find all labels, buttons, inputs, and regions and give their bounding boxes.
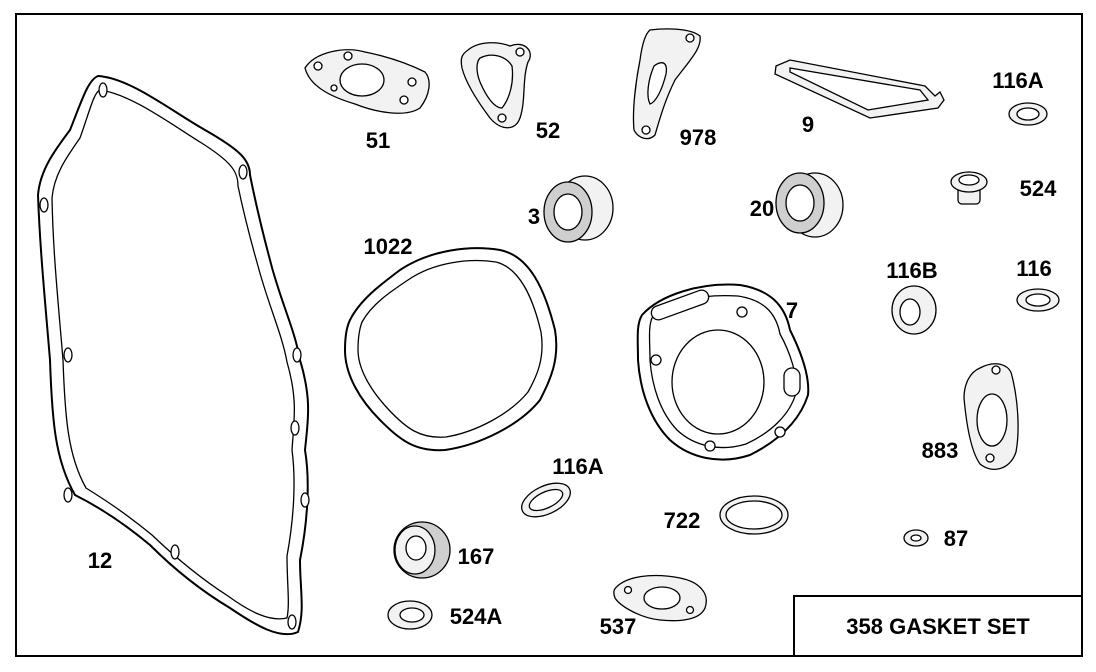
label-978: 978 bbox=[680, 125, 717, 150]
part-12-crankcase-gasket bbox=[37, 75, 310, 636]
part-87-washer bbox=[903, 529, 929, 547]
label-52: 52 bbox=[536, 118, 560, 143]
part-51-gasket bbox=[304, 49, 430, 114]
label-7: 7 bbox=[786, 298, 798, 323]
part-116A-top-washer bbox=[1008, 102, 1048, 126]
label-20: 20 bbox=[750, 196, 774, 221]
part-524A-seal bbox=[387, 600, 433, 630]
label-87: 87 bbox=[944, 526, 968, 551]
label-524A: 524A bbox=[450, 604, 503, 629]
part-524-plug bbox=[950, 171, 988, 205]
part-883-gasket bbox=[963, 363, 1019, 470]
part-9-gasket bbox=[774, 59, 945, 119]
part-52-gasket bbox=[460, 42, 531, 129]
part-722-o-ring bbox=[719, 495, 789, 535]
label-12: 12 bbox=[88, 548, 112, 573]
title-block-text: 358 GASKET SET bbox=[846, 614, 1030, 639]
part-167-seal bbox=[393, 521, 451, 579]
label-116A-mid: 116A bbox=[552, 454, 603, 479]
part-20-oil-seal bbox=[775, 172, 844, 238]
label-883: 883 bbox=[922, 438, 959, 463]
label-51: 51 bbox=[366, 128, 390, 153]
label-722: 722 bbox=[664, 508, 701, 533]
title-block-box bbox=[793, 595, 1083, 657]
label-1022: 1022 bbox=[364, 234, 413, 259]
label-537: 537 bbox=[600, 614, 637, 639]
part-116A-mid-washer bbox=[521, 482, 571, 518]
part-7-head-gasket bbox=[636, 283, 810, 461]
part-537-gasket bbox=[613, 574, 707, 622]
label-167: 167 bbox=[458, 544, 495, 569]
part-116-washer bbox=[1016, 288, 1060, 312]
label-9: 9 bbox=[802, 112, 814, 137]
label-116: 116 bbox=[1016, 256, 1052, 281]
label-116A-top: 116A bbox=[992, 68, 1043, 93]
part-978-gasket bbox=[632, 28, 701, 140]
diagram-frame bbox=[15, 13, 1083, 657]
label-116B: 116B bbox=[886, 258, 937, 283]
part-116B-seal bbox=[891, 285, 937, 335]
part-3-oil-seal bbox=[543, 175, 614, 243]
label-524: 524 bbox=[1020, 176, 1057, 201]
label-3: 3 bbox=[528, 204, 540, 229]
part-1022-valve-cover-gasket bbox=[344, 247, 558, 452]
